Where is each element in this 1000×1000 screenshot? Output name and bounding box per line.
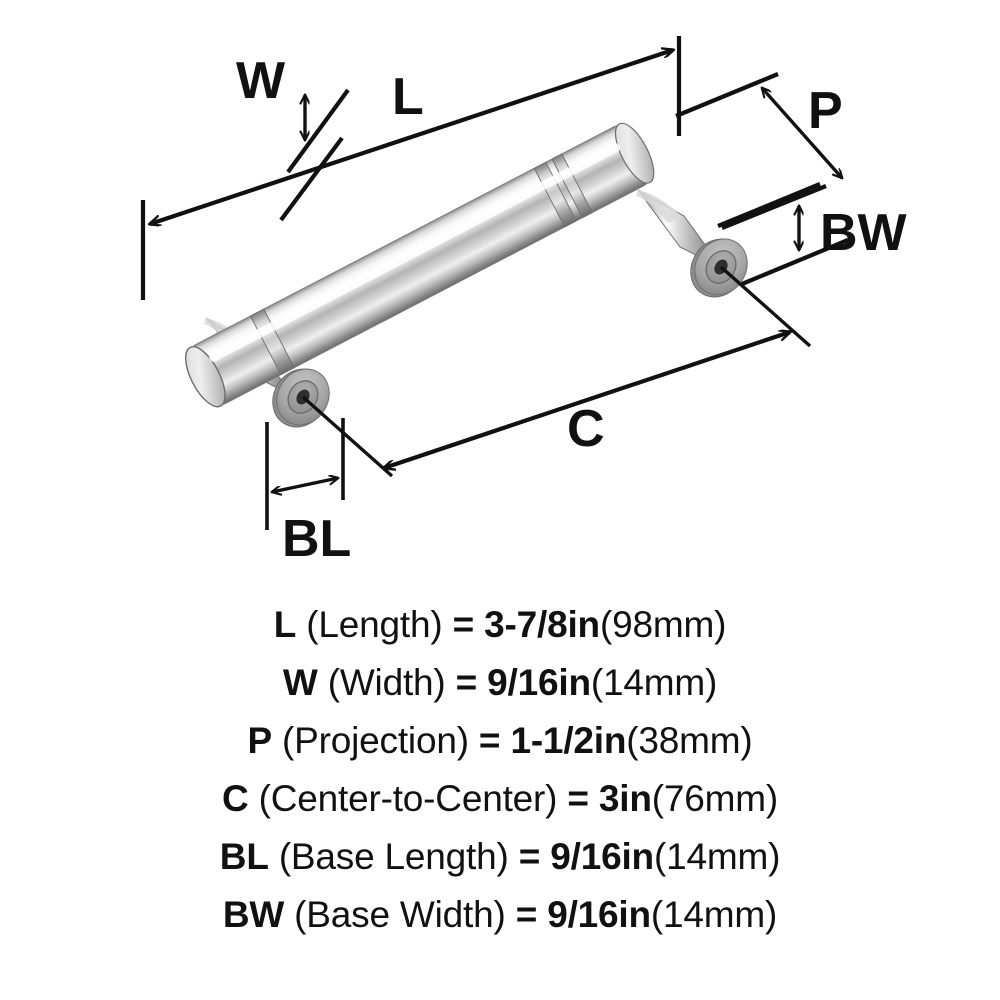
dim-label-w: W bbox=[236, 52, 286, 110]
w-witness-line-lower bbox=[279, 136, 344, 222]
p-witness-line-lower bbox=[717, 182, 821, 228]
spec-value-l: 3-7/8in bbox=[484, 604, 600, 645]
diagram-canvas: W L P BW C BL bbox=[0, 0, 1000, 590]
specification-list: L (Length) = 3-7/8in(98mm) W (Width) = 9… bbox=[0, 596, 1000, 996]
spec-value-c: 3in bbox=[598, 778, 652, 819]
spec-desc-l: (Length) bbox=[306, 604, 443, 645]
spec-desc-p: (Projection) bbox=[282, 720, 469, 761]
dim-label-p: P bbox=[808, 82, 843, 140]
spec-code-c: C bbox=[222, 778, 249, 819]
spec-equals-c: = bbox=[567, 778, 589, 819]
spec-metric-bl: (14mm) bbox=[653, 836, 781, 877]
c-leader-line-right bbox=[719, 265, 812, 348]
spec-desc-bw: (Base Width) bbox=[294, 894, 506, 935]
c-leader-line-left bbox=[301, 395, 394, 478]
w-witness-line-upper bbox=[286, 88, 350, 174]
spec-value-bl: 9/16in bbox=[550, 836, 654, 877]
spec-row-width: W (Width) = 9/16in(14mm) bbox=[283, 654, 717, 712]
spec-metric-l: (98mm) bbox=[599, 604, 727, 645]
bw-witness-line-upper bbox=[721, 184, 827, 230]
spec-value-bw: 9/16in bbox=[547, 894, 651, 935]
spec-equals-bl: = bbox=[518, 836, 541, 877]
left-ring-groove bbox=[249, 308, 295, 376]
product-diagram: W L P BW C BL bbox=[0, 0, 1000, 590]
bl-dimension-arrow bbox=[272, 478, 338, 492]
p-dimension-arrow bbox=[762, 88, 842, 178]
dim-label-bw: BW bbox=[820, 204, 908, 262]
spec-metric-w: (14mm) bbox=[590, 662, 718, 703]
spec-equals-p: = bbox=[478, 720, 501, 761]
spec-metric-bw: (14mm) bbox=[650, 894, 778, 935]
l-dimension-line bbox=[150, 50, 673, 224]
dimension-annotations bbox=[140, 36, 849, 530]
c-dimension-line bbox=[384, 332, 790, 468]
spec-row-length: L (Length) = 3-7/8in(98mm) bbox=[273, 596, 727, 654]
spec-desc-c: (Center-to-Center) bbox=[258, 778, 558, 819]
spec-equals-bw: = bbox=[515, 894, 538, 935]
spec-code-l: L bbox=[273, 604, 297, 645]
spec-value-w: 9/16in bbox=[487, 662, 591, 703]
spec-code-bw: BW bbox=[222, 894, 285, 935]
dim-label-l: L bbox=[392, 68, 424, 126]
spec-desc-w: (Width) bbox=[327, 662, 446, 703]
dim-label-bl: BL bbox=[282, 510, 351, 568]
bw-witness-line-lower bbox=[741, 238, 849, 286]
p-witness-line-upper bbox=[675, 72, 779, 118]
spec-equals-w: = bbox=[455, 662, 478, 703]
spec-row-projection: P (Projection) = 1-1/2in(38mm) bbox=[247, 712, 752, 770]
spec-metric-c: (76mm) bbox=[651, 778, 778, 819]
spec-row-center-to-center: C (Center-to-Center) = 3in(76mm) bbox=[222, 770, 778, 828]
dim-label-c: C bbox=[567, 400, 605, 458]
spec-row-base-length: BL (Base Length) = 9/16in(14mm) bbox=[219, 828, 781, 886]
spec-row-base-width: BW (Base Width) = 9/16in(14mm) bbox=[222, 886, 778, 944]
spec-code-w: W bbox=[282, 662, 318, 703]
diagram-background bbox=[0, 0, 1000, 590]
spec-value-p: 1-1/2in bbox=[510, 720, 627, 761]
spec-metric-p: (38mm) bbox=[626, 720, 753, 761]
spec-code-p: P bbox=[247, 720, 272, 761]
spec-desc-bl: (Base Length) bbox=[278, 836, 509, 877]
spec-equals-l: = bbox=[452, 604, 475, 645]
left-end-cap bbox=[184, 346, 226, 408]
spec-code-bl: BL bbox=[219, 836, 269, 877]
